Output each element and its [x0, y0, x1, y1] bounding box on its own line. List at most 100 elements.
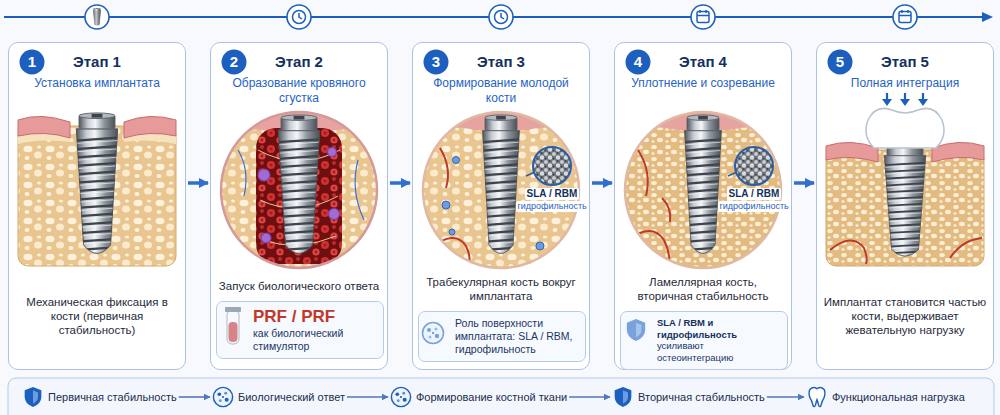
blood-clot-illustration	[261, 233, 271, 243]
stage-subtitle: Установка имплантата	[15, 76, 179, 91]
flow-step-label: Формирование костной ткани	[416, 390, 567, 404]
summary-strip	[8, 378, 994, 415]
mature-bone-illustration	[628, 231, 669, 270]
young-bone-illustration	[440, 148, 448, 188]
integrated-implant-illustration	[882, 99, 892, 106]
summary-strip	[391, 387, 410, 406]
number-circle	[424, 50, 449, 75]
flow-step: Первичная стабильность	[22, 390, 177, 404]
stage-description: Запуск биологического ответа	[217, 279, 381, 293]
young-bone-illustration	[423, 112, 579, 268]
timeline	[982, 12, 993, 22]
stage-subtitle: Образование кровяного сгустка	[217, 76, 381, 106]
flow-step-label: Биологический ответ	[238, 390, 345, 404]
young-bone-illustration	[423, 112, 579, 268]
blood-clot-illustration	[328, 148, 337, 157]
stage-description: Имплантат становится частью кости, выдер…	[823, 295, 987, 337]
blood-clot-illustration	[221, 112, 377, 268]
stage-panel: Этап 1Установка имплантатаМеханическая ф…	[8, 42, 186, 370]
panel-background	[210, 42, 388, 370]
young-bone-illustration	[477, 115, 525, 253]
integrated-implant-illustration	[950, 238, 982, 258]
integrated-implant-illustration	[866, 108, 944, 148]
panel-background	[412, 42, 590, 370]
note-title: PRF / PRF	[253, 307, 378, 327]
young-bone-illustration	[533, 147, 571, 185]
note-text: как биологический стимулятор	[253, 327, 378, 353]
stage-description: Трабекулярная кость вокруг имплантата	[419, 275, 583, 303]
number-circle	[20, 50, 45, 75]
stage-number-badge: 1	[19, 49, 45, 75]
flow-step: Биологический ответ	[212, 390, 345, 404]
timeline	[85, 5, 109, 29]
young-bone-illustration	[423, 112, 580, 270]
timeline	[287, 5, 311, 29]
young-bone-illustration	[449, 229, 455, 235]
note-title: SLA / RBM и гидрофильность	[657, 317, 782, 340]
summary-strip	[8, 378, 994, 415]
mature-bone-illustration	[625, 112, 781, 268]
mature-bone-illustration	[638, 150, 648, 196]
integrated-implant-illustration	[922, 93, 924, 100]
flow-step: Вторичная стабильность	[612, 390, 765, 404]
stage-number-badge: 4	[625, 49, 651, 75]
number-circle	[626, 50, 651, 75]
stage-panel: Этап 2Образование кровяного сгусткаЗапус…	[210, 42, 388, 370]
blood-clot-illustration	[272, 115, 326, 253]
stage-number: 3	[423, 49, 449, 75]
blood-clot-illustration	[238, 150, 246, 196]
integrated-implant-illustration	[826, 142, 878, 162]
stage-subtitle: Полная интеграция	[823, 76, 987, 91]
number-circle	[222, 50, 247, 75]
surface-label: гидрофильность	[718, 201, 791, 212]
blood-clot-illustration	[258, 169, 270, 181]
mature-bone-illustration	[625, 112, 781, 268]
timeline	[697, 10, 709, 16]
stage-number-badge: 5	[827, 49, 853, 75]
note-box: Роль поверхности имплантата: SLA / RBM, …	[418, 311, 586, 362]
timeline	[92, 8, 102, 25]
stage-panel: Этап 5Полная интеграцияИмплантат станови…	[816, 42, 994, 370]
stage-subtitle: Уплотнение и созревание	[621, 76, 785, 91]
flow-step-label: Функциональная нагрузка	[832, 390, 965, 404]
integrated-implant-illustration	[882, 93, 928, 106]
implant-in-bone	[70, 113, 124, 253]
implant-in-bone	[18, 113, 176, 266]
mature-bone-illustration	[679, 115, 727, 253]
summary-strip	[615, 387, 632, 407]
stage-number: 2	[221, 49, 247, 75]
timeline	[4, 5, 993, 29]
surface-label: SLA / RBM	[727, 188, 782, 200]
young-bone-illustration	[423, 112, 580, 270]
stage-number: 5	[827, 49, 853, 75]
blood-clot-illustration	[221, 112, 377, 268]
flow-step: Функциональная нагрузка	[806, 390, 965, 404]
note-box: SLA / RBM и гидрофильностьусиливают осте…	[620, 311, 788, 370]
flow-arrow	[179, 396, 210, 398]
stage-description: Механическая фиксация в кости (первичная…	[15, 295, 179, 337]
mature-bone-illustration	[625, 112, 782, 270]
integrated-implant-illustration	[900, 99, 910, 106]
flow-step: Формирование костной ткани	[390, 390, 567, 404]
stage-number-badge: 3	[423, 49, 449, 75]
timeline	[697, 12, 709, 23]
timeline	[85, 5, 917, 29]
integrated-implant-illustration	[918, 99, 928, 106]
surface-label: гидрофильность	[516, 201, 589, 212]
blood-clot-illustration	[221, 112, 377, 268]
summary-strip	[809, 388, 825, 407]
timeline	[293, 11, 306, 24]
timeline	[893, 5, 917, 29]
note-box: PRF / PRFкак биологический стимулятор	[216, 301, 384, 359]
mature-bone-illustration	[662, 198, 670, 222]
timeline	[501, 13, 504, 19]
integrated-implant-illustration	[878, 143, 932, 256]
panel-background	[8, 42, 994, 370]
integrated-implant-illustration	[904, 93, 906, 100]
flow-arrow	[767, 396, 804, 398]
flow-arrow	[347, 396, 388, 398]
stage-number-badge: 2	[221, 49, 247, 75]
integrated-implant-illustration	[830, 240, 867, 264]
note-text: Роль поверхности имплантата: SLA / RBM, …	[455, 317, 580, 356]
timeline	[691, 5, 715, 29]
